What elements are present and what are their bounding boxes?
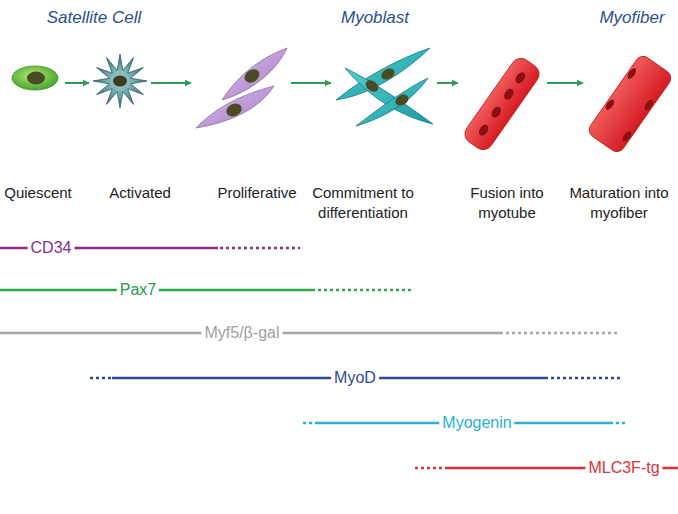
myotube-nucleus [502,87,515,101]
stage-arrow [151,82,191,84]
stage-arrow [547,82,583,84]
myofiber-nucleus [626,67,638,80]
committed-cell [356,78,428,126]
phase-title: Myoblast [338,8,412,28]
stage-node: Proliferative [194,46,288,130]
marker-name: Myogenin [439,413,514,433]
cell-nucleus [27,72,45,85]
stage-arrow [291,82,331,84]
stage-label: Commitment to differentiation [298,183,428,223]
cell-nucleus [224,101,244,119]
myofiber-nucleus [621,129,633,142]
cell-nucleus [242,66,262,85]
expression-bar-dotted [500,332,618,335]
myofiber-shape [586,53,674,155]
stage-label: Proliferative [202,183,312,203]
expression-bar-dotted [220,247,300,250]
marker-name: Myf5/β-gal [202,323,283,343]
cell-nucleus [393,92,410,108]
bar-gap [218,244,302,252]
marker-name: MyoD [331,368,379,388]
stage-node: Fusion into myotube [461,54,544,154]
stage-arrow [437,82,458,84]
myotube-shape [461,54,543,153]
myofiber-nucleus [643,98,655,111]
marker-name: Pax7 [117,280,159,300]
marker-name: CD34 [28,238,75,258]
stage-label: Activated [95,183,185,203]
expression-bar-dotted [312,289,412,292]
cell-nucleus [379,66,396,82]
stage-label: Fusion into myotube [457,183,557,223]
activated-cell [93,54,147,108]
myotube-nucleus [514,71,527,85]
stage-label: Quiescent [0,183,78,203]
stage-node: Commitment to differentiation [334,46,434,126]
myotube-nucleus [477,123,490,137]
cell-nucleus [363,78,380,94]
phase-title: Satellite Cell [44,8,145,28]
expression-bar-dotted [303,422,316,425]
myotube-nucleus [490,105,503,119]
expression-bar-dotted [415,467,448,470]
expression-bar-dotted [545,377,622,380]
stage-label: Maturation into myofiber [560,183,678,223]
myoblast-cell [196,86,274,128]
quiescent-cell [12,66,58,90]
cell-nucleus [113,76,127,87]
stage-arrow [65,82,89,84]
marker-name: MLC3F-tg [585,458,662,478]
stage-node: Maturation into myofiber [586,52,674,156]
phase-title: Myofiber [596,8,667,28]
expression-bar [112,377,545,380]
stage-node: Activated [92,53,148,109]
expression-bar-dotted [610,422,626,425]
stage-node: Quiescent [10,62,62,96]
expression-bar-dotted [90,377,112,380]
myofiber-nucleus [604,98,616,111]
